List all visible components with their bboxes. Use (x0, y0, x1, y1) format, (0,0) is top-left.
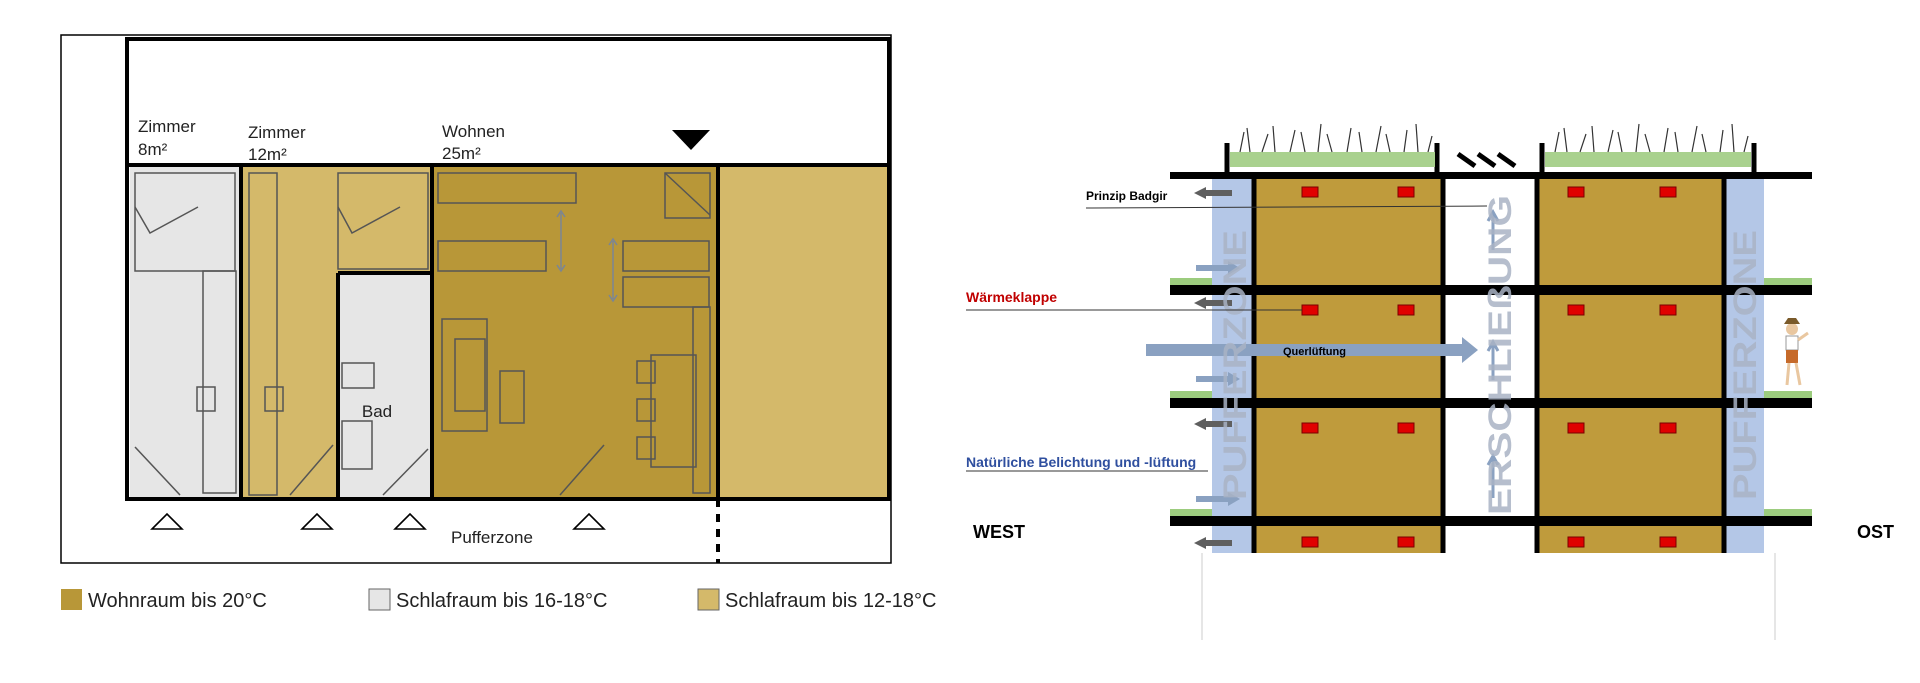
room-label-zimmer-12-name: Zimmer (248, 123, 306, 142)
green-roof-right (1545, 152, 1751, 167)
vertical-label-left-buffer: PUFFERZONE (1217, 230, 1253, 500)
room-label-zimmer-8-name: Zimmer (138, 117, 196, 136)
vertical-label-right-buffer: PUFFERZONE (1727, 230, 1763, 500)
legend-swatch-schlafraum-12 (697, 588, 720, 611)
partition-walls (239, 165, 720, 499)
arrow-left-icon (1194, 418, 1232, 430)
bad-label: Bad (362, 402, 392, 421)
arrow-right-icon (1196, 261, 1240, 275)
window-marker-icon (393, 512, 427, 530)
room-fill-zimmer-8 (130, 167, 241, 497)
cross-ventilation-arrow (1146, 337, 1478, 363)
green-roof-left (1230, 152, 1435, 167)
room-label-wohnen-name: Wohnen (442, 122, 505, 141)
buffer-zone-left (1212, 175, 1254, 553)
floor-plan: Zimmer 8m² Zimmer 12m² Wohnen 25m² Bad P… (60, 34, 892, 564)
roof-plants (1239, 123, 1749, 153)
core-updraft-arrows (1486, 208, 1500, 498)
room-fill-wohnen (433, 167, 717, 497)
legend: Wohnraum bis 20°C Schlafraum bis 16-18°C… (61, 588, 936, 612)
annotation-belichtung: Natürliche Belichtung und -lüftung (966, 454, 1196, 470)
room-label-zimmer-8-area: 8m² (138, 140, 168, 159)
pufferzone-label: Pufferzone (451, 528, 533, 547)
module-fill-right (1537, 175, 1722, 553)
green-ledges (1170, 278, 1812, 516)
supply-arrows (1196, 261, 1240, 506)
east-label: OST (1857, 522, 1894, 542)
arrow-left-icon (1194, 187, 1232, 199)
window-marker-icon (572, 512, 606, 530)
building-section: PUFFERZONE ERSCHLIEßUNG PUFFERZONE Prinz… (966, 123, 1894, 640)
window-marker-icon (150, 512, 184, 530)
exhaust-arrows (1194, 187, 1232, 549)
legend-label-schlafraum-12: Schlafraum bis 12-18°C (725, 590, 936, 612)
furniture (134, 172, 711, 496)
arrow-right-icon (1196, 492, 1240, 506)
legend-label-wohnraum: Wohnraum bis 20°C (88, 590, 267, 612)
floor-slabs (1170, 172, 1812, 526)
module-fill-left (1255, 175, 1442, 553)
room-label-zimmer-12-area: 12m² (248, 145, 287, 164)
leader-lines (966, 205, 1488, 472)
annotation-badgir: Prinzip Badgir (1086, 189, 1168, 203)
annotation-querlueftung: Querlüftung (1283, 346, 1346, 358)
west-label: WEST (973, 522, 1025, 542)
entrance-marker-icon (672, 130, 710, 150)
arrow-left-icon (1194, 297, 1232, 309)
roof-louvers (1456, 151, 1517, 169)
window-markers (150, 512, 606, 530)
legend-label-schlafraum-16: Schlafraum bis 16-18°C (396, 590, 607, 612)
vertical-label-core: ERSCHLIEßUNG (1482, 195, 1518, 515)
legend-swatch-wohnraum (61, 589, 82, 610)
person-icon (1784, 318, 1809, 386)
room-fill-east (720, 167, 887, 497)
buffer-zone-right (1722, 175, 1764, 553)
arrow-right-icon (1196, 372, 1240, 386)
room-fill-bad (340, 275, 432, 497)
arrow-left-icon (1194, 537, 1232, 549)
window-marker-icon (300, 512, 334, 530)
legend-swatch-schlafraum-16 (368, 588, 391, 611)
module-walls (1224, 143, 1757, 553)
annotation-waermeklappe: Wärmeklappe (966, 289, 1057, 305)
room-label-wohnen-area: 25m² (442, 144, 481, 163)
